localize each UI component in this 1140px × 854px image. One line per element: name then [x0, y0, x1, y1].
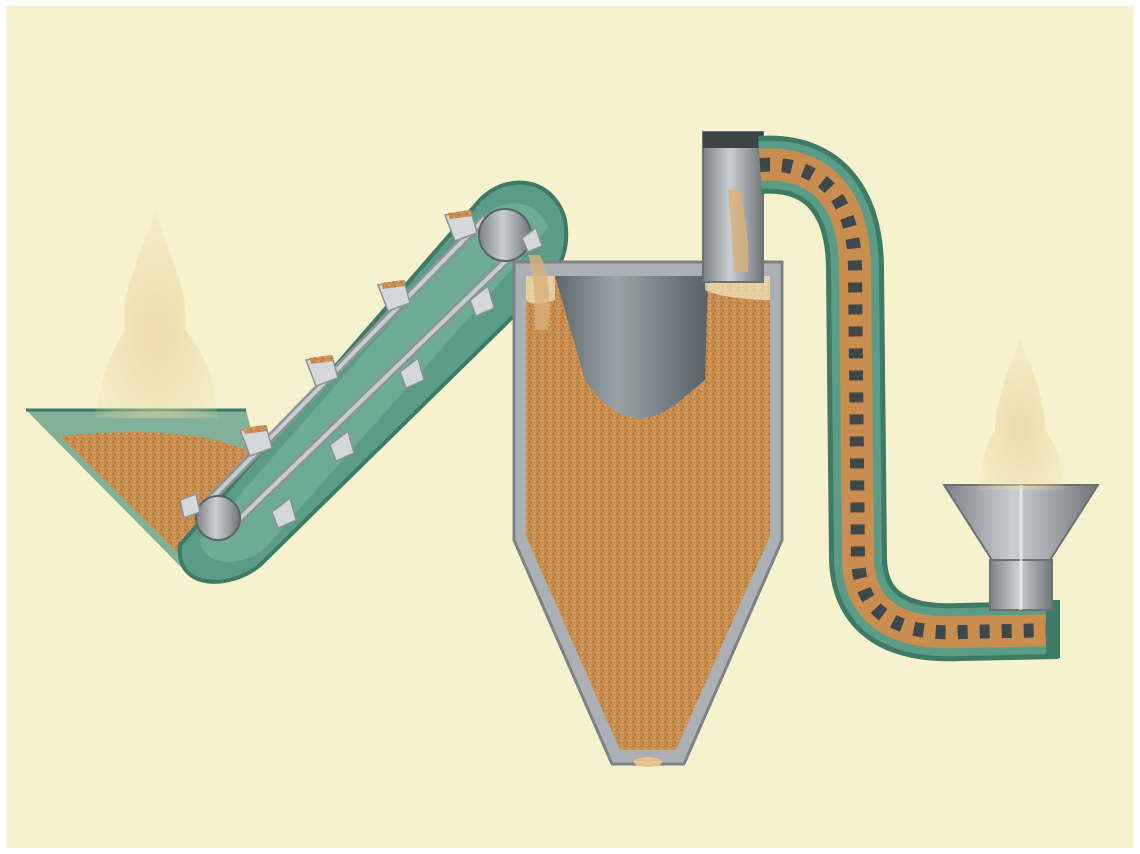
silo-outlet: [634, 757, 662, 767]
tail-pulley: [196, 496, 240, 540]
head-pulley: [479, 209, 531, 261]
